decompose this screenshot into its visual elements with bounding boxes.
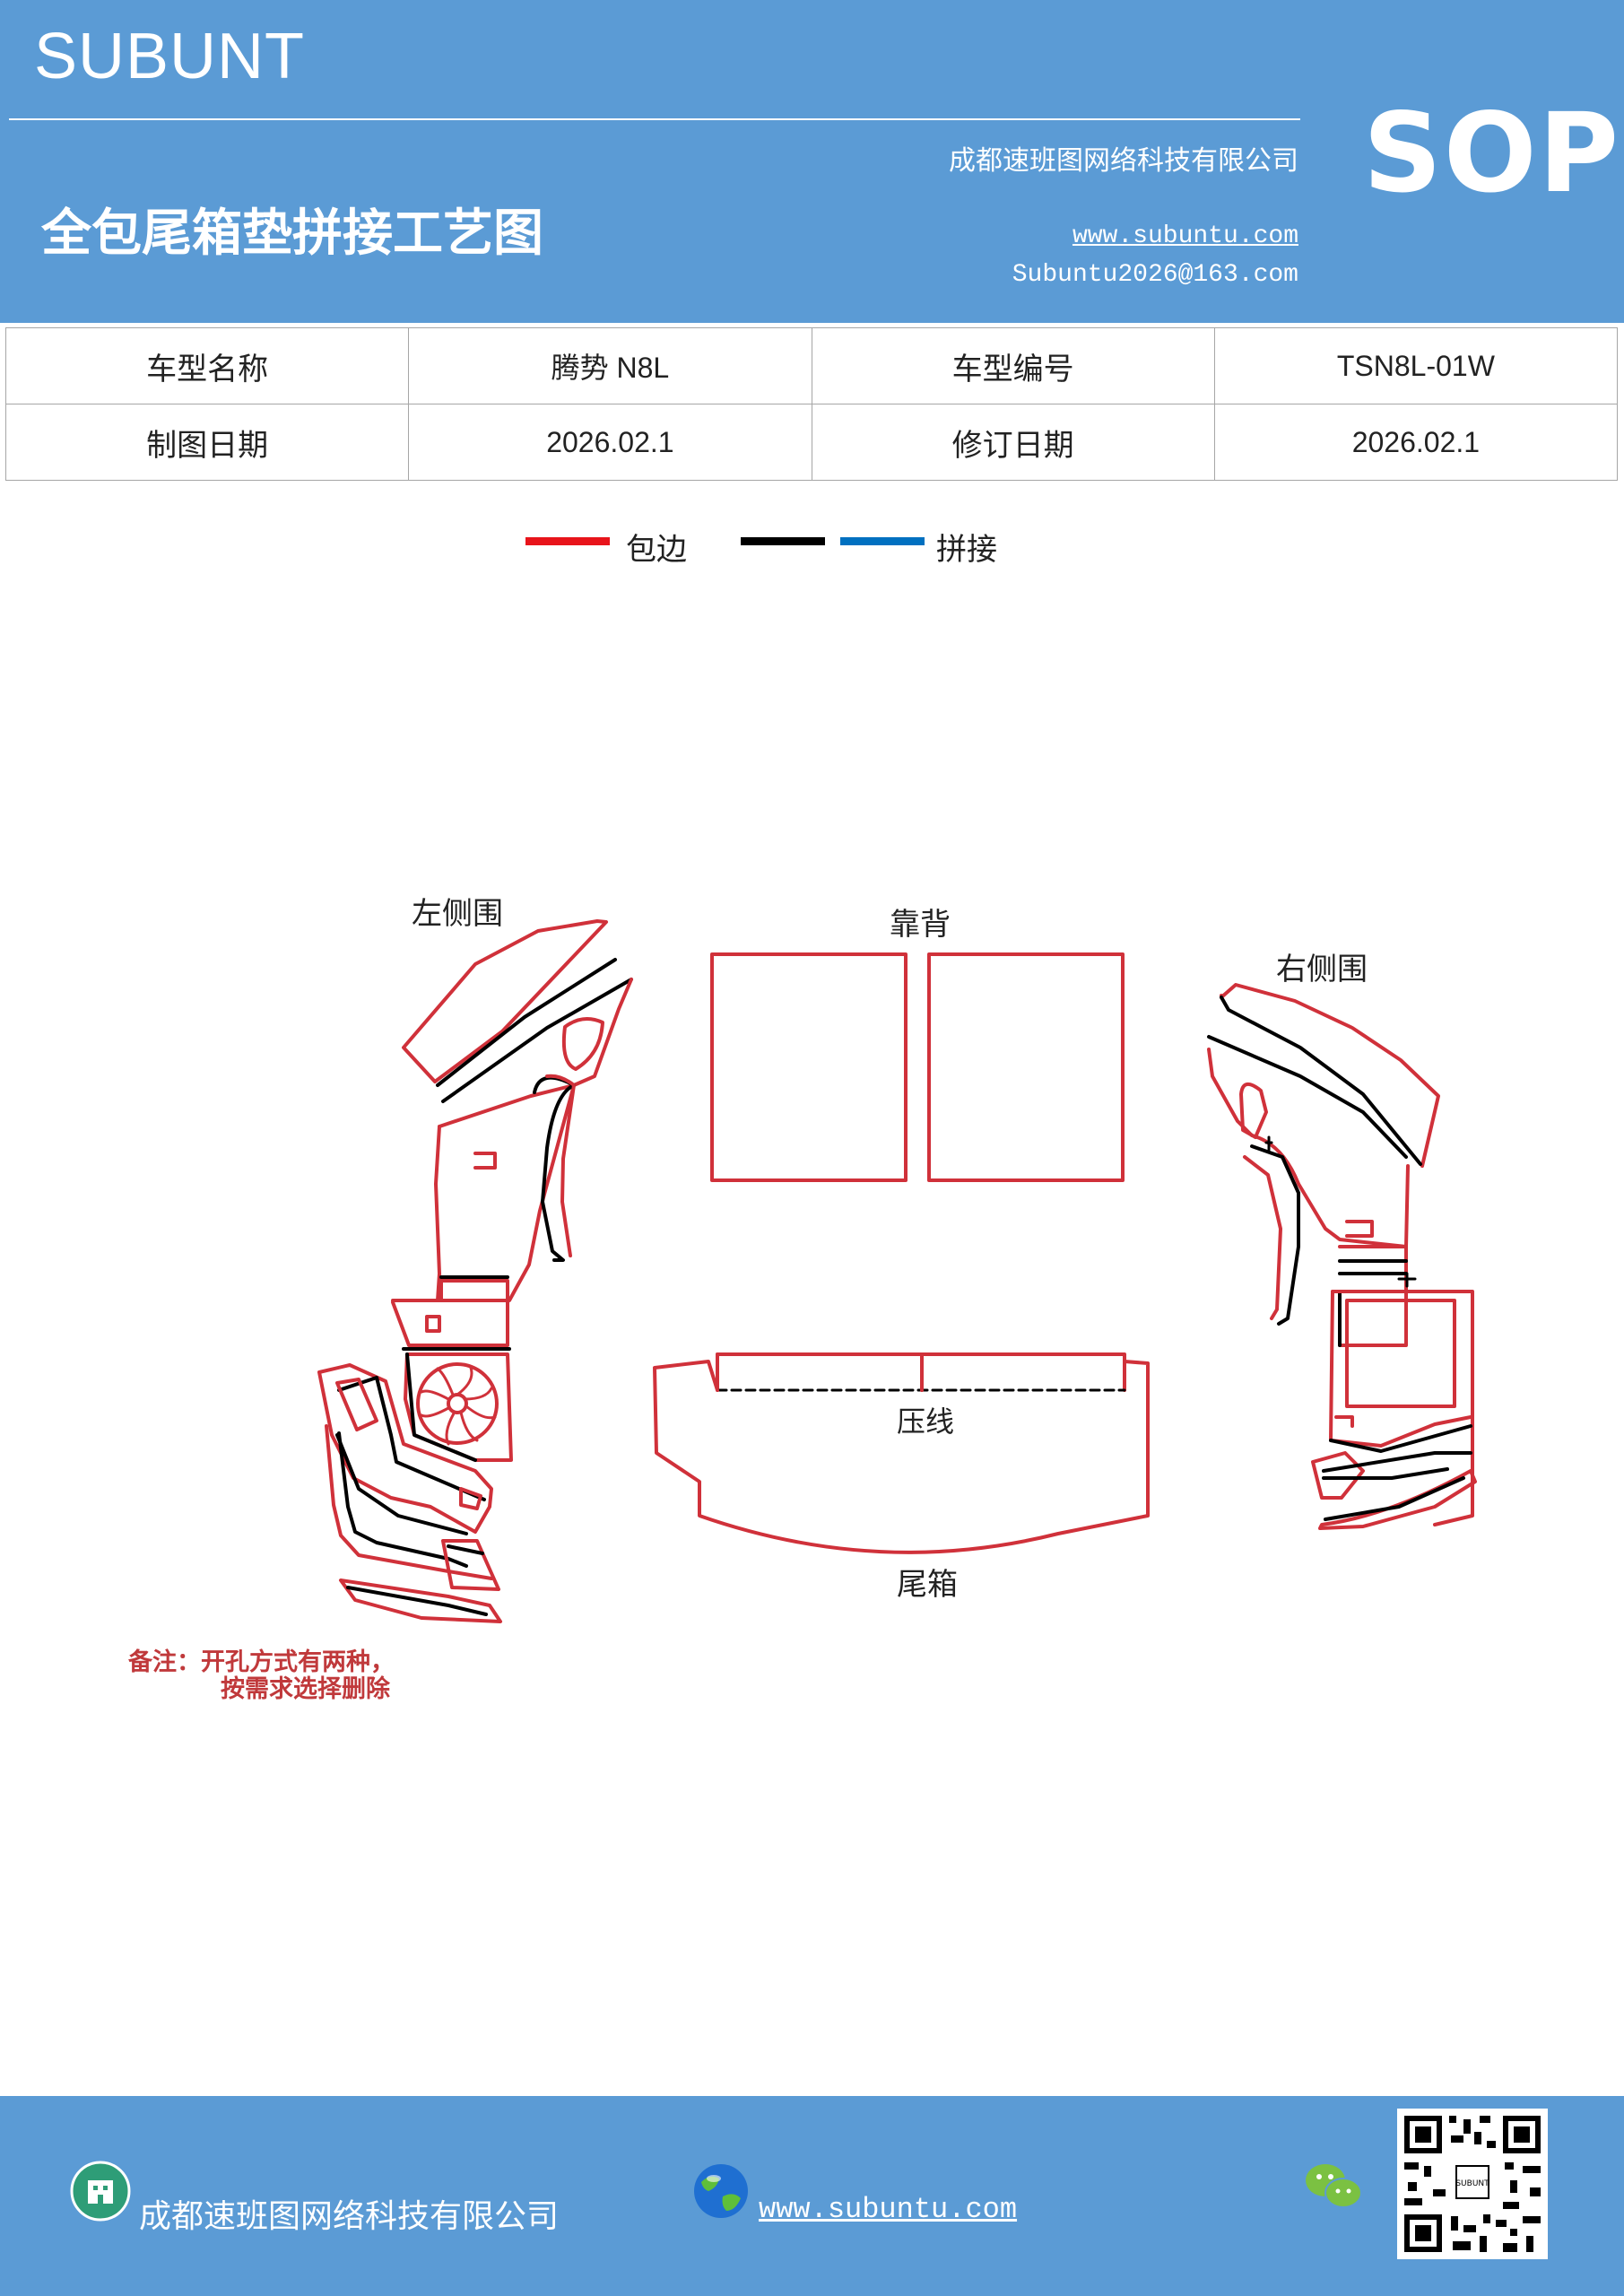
label-model-name: 车型名称	[4, 327, 410, 404]
document-title: 全包尾箱垫拼接工艺图	[41, 204, 543, 263]
building-icon	[70, 2161, 131, 2222]
sop-badge: SOP	[1363, 90, 1620, 217]
vehicle-info-table: 车型名称 腾势 N8L 车型编号 TSN8L-01W 制图日期 2026.02.…	[4, 327, 1619, 481]
company-name: 成都速班图网络科技有限公司	[949, 145, 1298, 177]
table-row: 制图日期 2026.02.1 修订日期 2026.02.1	[4, 404, 1619, 481]
footer-banner: 成都速班图网络科技有限公司 www.subuntu.com	[0, 2096, 1624, 2296]
globe-icon	[694, 2164, 748, 2218]
table-row: 车型名称 腾势 N8L 车型编号 TSN8L-01W	[4, 327, 1619, 404]
note-line-1: 备注：开孔方式有两种，	[127, 1648, 395, 1676]
legend: 包边 拼接	[0, 520, 1624, 574]
value-draw-date: 2026.02.1	[408, 404, 812, 481]
left-side-panel	[317, 919, 633, 1623]
footer-website-link[interactable]: www.subuntu.com	[759, 2193, 1018, 2226]
fan-grille-icon	[416, 1362, 499, 1446]
legend-line-splice	[840, 537, 925, 545]
wechat-icon	[1306, 2164, 1362, 2208]
header-divider	[9, 118, 1300, 120]
legend-line-seam	[741, 537, 825, 545]
backrest-panels	[710, 952, 1125, 1182]
label-right-side: 右侧围	[1276, 952, 1368, 987]
label-backrest: 靠背	[890, 907, 951, 943]
brand-name: SUBUNT	[34, 21, 306, 92]
label-crease: 压线	[897, 1405, 954, 1439]
label-model-code: 车型编号	[811, 327, 1215, 404]
value-model-name: 腾势 N8L	[408, 327, 812, 404]
legend-line-edge	[525, 537, 610, 545]
website-link[interactable]: www.subuntu.com	[1072, 222, 1298, 250]
label-trunk: 尾箱	[897, 1567, 958, 1603]
footer-company-name: 成都速班图网络科技有限公司	[139, 2198, 560, 2235]
header-banner: SUBUNT 全包尾箱垫拼接工艺图 成都速班图网络科技有限公司 www.subu…	[0, 0, 1624, 323]
right-side-panel	[1207, 983, 1477, 1530]
legend-label-splice: 拼接	[936, 532, 997, 568]
note-line-2: 按需求选择删除	[221, 1674, 391, 1703]
value-model-code: TSN8L-01W	[1213, 327, 1619, 404]
label-left-side: 左侧围	[412, 896, 503, 932]
email-address: Subuntu2026@163.com	[1012, 261, 1298, 289]
value-revise-date: 2026.02.1	[1213, 404, 1619, 481]
qr-code: SUBUNT	[1397, 2109, 1548, 2259]
trunk-panel	[653, 1352, 1150, 1554]
cutting-diagram: 左侧围 靠背 右侧围 压线 尾箱 备注：开孔方式有两种， 按需求选择删除	[127, 896, 1477, 1703]
legend-label-edge: 包边	[626, 532, 687, 568]
label-draw-date: 制图日期	[4, 404, 410, 481]
svg-text:SUBUNT: SUBUNT	[1455, 2179, 1489, 2188]
label-revise-date: 修订日期	[811, 404, 1215, 481]
